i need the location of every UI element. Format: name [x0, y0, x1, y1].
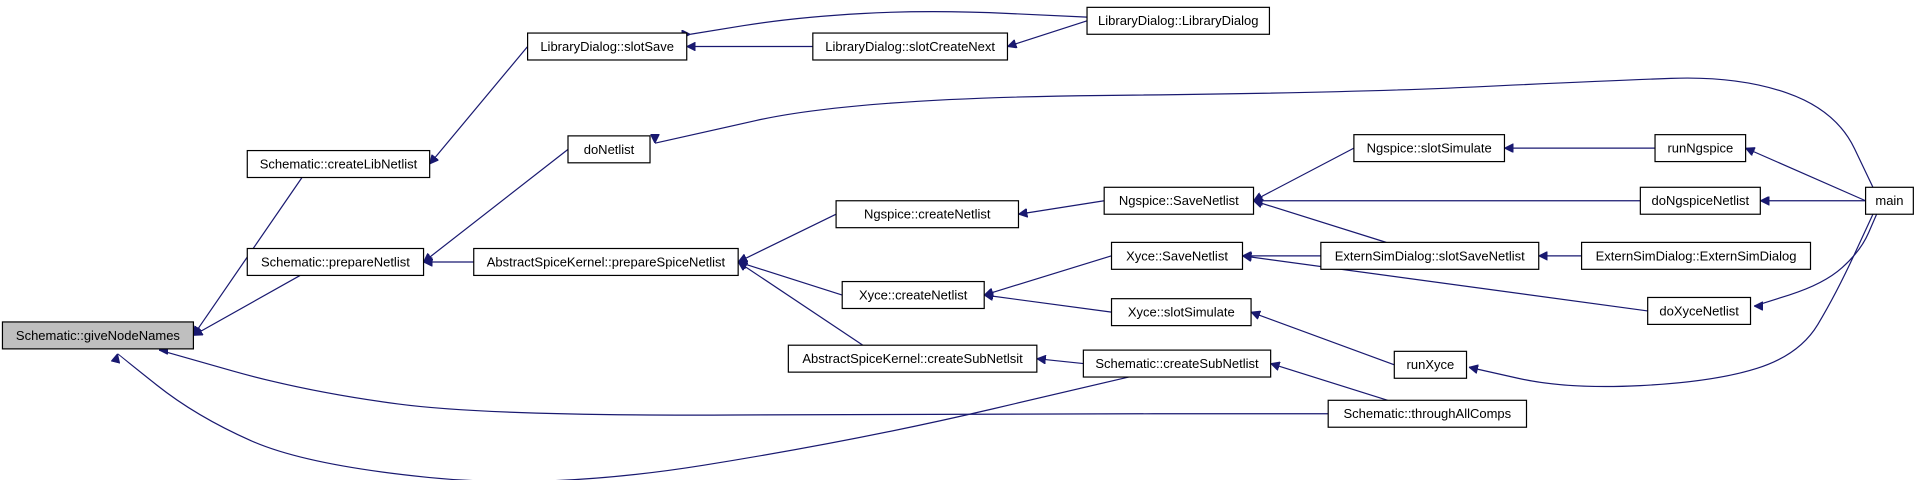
node-label: Xyce::SaveNetlist	[1126, 248, 1228, 263]
node-box[interactable]	[473, 247, 739, 277]
node-label: Schematic::createLibNetlist	[260, 156, 418, 171]
node-do-netlist[interactable]: doNetlist	[567, 135, 651, 164]
node-label: doXyceNetlist	[1659, 303, 1739, 318]
node-lib-slot-save[interactable]: LibraryDialog::slotSave	[527, 32, 688, 61]
node-box[interactable]	[246, 247, 425, 277]
node-lib-slot-create-next[interactable]: LibraryDialog::slotCreateNext	[812, 32, 1009, 61]
node-label: Ngspice::createNetlist	[864, 207, 991, 222]
node-label: LibraryDialog::slotCreateNext	[825, 39, 995, 54]
edge-ng-save-netlist-to-ng-create-netlist	[1018, 200, 1105, 214]
node-box[interactable]	[1639, 186, 1761, 215]
edge-lib-slot-save-to-create-lib-netlist	[430, 46, 529, 165]
node-through-all-comps[interactable]: Schematic::throughAllComps	[1327, 399, 1528, 428]
node-box[interactable]	[1327, 399, 1528, 428]
edge-main-to-run-ngspice	[1746, 148, 1866, 202]
node-label: runXyce	[1407, 357, 1455, 372]
node-label: ExternSimDialog::ExternSimDialog	[1596, 248, 1797, 263]
node-box[interactable]	[1353, 134, 1506, 163]
node-label: Schematic::prepareNetlist	[261, 254, 410, 269]
node-box[interactable]	[1110, 298, 1252, 327]
edge-ext-slot-save-netlist-to-ng-save-netlist	[1254, 201, 1387, 243]
node-label: doNetlist	[584, 142, 635, 157]
node-box[interactable]	[1, 321, 195, 350]
node-prepare-netlist[interactable]: Schematic::prepareNetlist	[246, 247, 425, 277]
node-box[interactable]	[787, 344, 1038, 373]
node-do-xyce-netlist[interactable]: doXyceNetlist	[1647, 296, 1752, 325]
edge-main-to-run-xyce	[1469, 213, 1874, 388]
node-label: main	[1875, 193, 1903, 208]
node-label: AbstractSpiceKernel::createSubNetlsit	[802, 351, 1023, 366]
edge-ng-create-netlist-to-prepare-spice-netlist	[738, 213, 837, 262]
node-give-node-names[interactable]: Schematic::giveNodeNames	[1, 321, 195, 350]
node-box[interactable]	[527, 32, 688, 61]
node-box[interactable]	[1654, 134, 1747, 163]
node-prepare-spice-netlist[interactable]: AbstractSpiceKernel::prepareSpiceNetlist	[473, 247, 739, 277]
node-box[interactable]	[567, 135, 651, 164]
node-box[interactable]	[812, 32, 1009, 61]
edge-through-all-comps-to-create-sub-netlist	[1271, 364, 1388, 401]
edge-main-to-do-netlist	[655, 77, 1874, 188]
node-ng-save-netlist[interactable]: Ngspice::SaveNetlist	[1103, 186, 1255, 215]
node-box[interactable]	[835, 200, 1020, 229]
edge-create-sub-netlist-to-give-node-names	[118, 354, 1129, 480]
node-ng-create-netlist[interactable]: Ngspice::createNetlist	[835, 200, 1020, 229]
node-box[interactable]	[1086, 6, 1271, 35]
node-lib-dialog[interactable]: LibraryDialog::LibraryDialog	[1086, 6, 1271, 35]
edge-main-to-do-xyce-netlist	[1754, 213, 1878, 306]
node-box[interactable]	[1864, 186, 1914, 215]
node-run-xyce[interactable]: runXyce	[1393, 350, 1468, 379]
node-do-ngspice-netlist[interactable]: doNgspiceNetlist	[1639, 186, 1761, 215]
node-box[interactable]	[1580, 241, 1812, 270]
node-create-sub-netlsit[interactable]: AbstractSpiceKernel::createSubNetlsit	[787, 344, 1038, 373]
node-box[interactable]	[246, 149, 431, 179]
edge-xyce-create-netlist-to-prepare-spice-netlist	[738, 262, 843, 296]
node-box[interactable]	[1320, 241, 1540, 270]
node-label: runNgspice	[1667, 141, 1733, 156]
edge-create-sub-netlist-to-create-sub-netlsit	[1037, 359, 1084, 365]
edge-xyce-slot-simulate-to-xyce-create-netlist	[984, 295, 1112, 313]
edge-xyce-save-netlist-to-xyce-create-netlist	[984, 255, 1112, 295]
node-label: Ngspice::slotSimulate	[1367, 141, 1492, 156]
node-label: ExternSimDialog::slotSaveNetlist	[1335, 248, 1525, 263]
node-box[interactable]	[1647, 296, 1752, 325]
edge-create-sub-netlsit-to-prepare-spice-netlist	[738, 262, 864, 346]
node-main[interactable]: main	[1864, 186, 1914, 215]
node-box[interactable]	[1393, 350, 1468, 379]
edge-ng-slot-simulate-to-ng-save-netlist	[1254, 147, 1355, 202]
edges-layer	[118, 11, 1878, 480]
node-extern-sim-dialog[interactable]: ExternSimDialog::ExternSimDialog	[1580, 241, 1812, 270]
edge-do-netlist-to-prepare-netlist	[424, 148, 569, 262]
node-label: doNgspiceNetlist	[1652, 193, 1750, 208]
node-label: Schematic::throughAllComps	[1344, 406, 1512, 421]
node-label: Xyce::createNetlist	[859, 287, 968, 302]
nodes-layer: Schematic::giveNodeNamesSchematic::creat…	[1, 6, 1914, 428]
node-xyce-create-netlist[interactable]: Xyce::createNetlist	[841, 280, 985, 310]
node-box[interactable]	[1082, 349, 1272, 378]
node-create-sub-netlist[interactable]: Schematic::createSubNetlist	[1082, 349, 1272, 378]
node-box[interactable]	[841, 280, 985, 310]
node-label: Schematic::giveNodeNames	[16, 328, 181, 343]
node-box[interactable]	[1103, 186, 1255, 215]
node-label: Xyce::slotSimulate	[1128, 305, 1235, 320]
edge-lib-dialog-to-lib-slot-save	[690, 11, 1088, 35]
node-label: AbstractSpiceKernel::prepareSpiceNetlist	[487, 254, 726, 269]
edge-through-all-comps-to-give-node-names	[159, 350, 1329, 416]
edge-prepare-netlist-to-give-node-names	[193, 274, 301, 336]
node-xyce-save-netlist[interactable]: Xyce::SaveNetlist	[1110, 241, 1244, 270]
node-label: LibraryDialog::slotSave	[540, 39, 674, 54]
node-ng-slot-simulate[interactable]: Ngspice::slotSimulate	[1353, 134, 1506, 163]
node-label: Schematic::createSubNetlist	[1095, 356, 1259, 371]
node-label: Ngspice::SaveNetlist	[1119, 193, 1239, 208]
node-label: LibraryDialog::LibraryDialog	[1098, 13, 1258, 28]
edge-lib-dialog-to-lib-slot-create-next	[1007, 20, 1088, 47]
node-run-ngspice[interactable]: runNgspice	[1654, 134, 1747, 163]
node-create-lib-netlist[interactable]: Schematic::createLibNetlist	[246, 149, 431, 179]
edge-do-xyce-netlist-to-xyce-save-netlist	[1243, 256, 1648, 312]
node-box[interactable]	[1110, 241, 1244, 270]
node-ext-slot-save-netlist[interactable]: ExternSimDialog::slotSaveNetlist	[1320, 241, 1540, 270]
edge-run-xyce-to-xyce-slot-simulate	[1251, 312, 1395, 366]
node-xyce-slot-simulate[interactable]: Xyce::slotSimulate	[1110, 298, 1252, 327]
